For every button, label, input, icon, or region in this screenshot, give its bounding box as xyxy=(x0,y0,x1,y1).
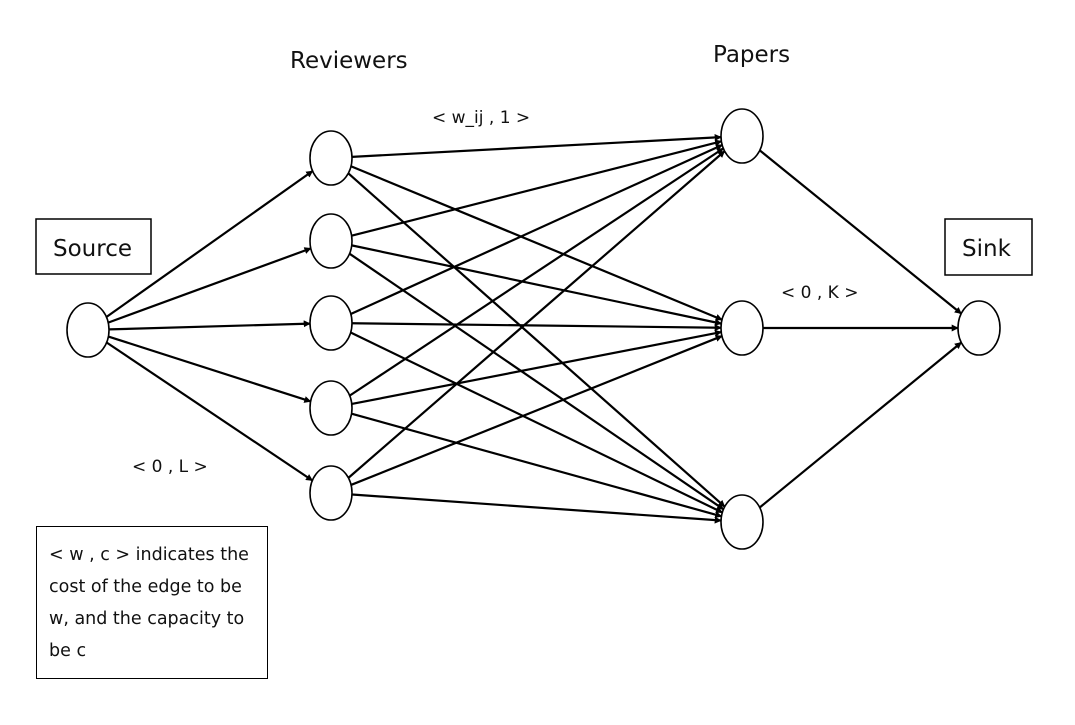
paper-sink-edge-label: < 0 , K > xyxy=(781,283,858,303)
reviewer-paper-edge-label: < w_ij , 1 > xyxy=(432,108,530,128)
edge-r1-p3 xyxy=(347,172,726,508)
edges-layer xyxy=(105,133,962,524)
edge-source-r3 xyxy=(108,320,311,331)
node-r3 xyxy=(309,295,353,351)
node-sink xyxy=(957,300,1001,356)
edge-p1-sink xyxy=(759,149,962,315)
node-r1 xyxy=(309,130,353,186)
source-reviewer-edge-label: < 0 , L > xyxy=(132,457,208,477)
edge-r4-p1 xyxy=(349,147,724,397)
edge-r1-p1 xyxy=(351,133,722,158)
legend-box: < w , c > indicates the cost of the edge… xyxy=(36,526,268,679)
papers-header: Papers xyxy=(713,42,790,68)
edge-source-r4 xyxy=(108,335,312,403)
nodes-layer xyxy=(66,108,1001,550)
node-source xyxy=(66,302,110,358)
edge-source-r2 xyxy=(107,247,312,324)
edge-r3-p2 xyxy=(351,322,722,332)
edge-r4-p2 xyxy=(351,329,722,406)
node-p2 xyxy=(720,300,764,356)
node-p3 xyxy=(720,494,764,550)
node-r4 xyxy=(309,380,353,436)
node-r2 xyxy=(309,213,353,269)
edge-r3-p1 xyxy=(350,144,723,315)
edge-r5-p3 xyxy=(351,493,722,524)
edge-r3-p3 xyxy=(350,331,723,514)
edge-r4-p3 xyxy=(351,412,723,518)
sink-label: Sink xyxy=(962,236,1012,262)
edge-p3-sink xyxy=(759,341,962,509)
edge-r2-p1 xyxy=(351,139,723,237)
edge-r2-p2 xyxy=(351,244,722,326)
node-p1 xyxy=(720,108,764,164)
edge-r5-p1 xyxy=(347,150,726,479)
node-r5 xyxy=(309,465,353,521)
edge-r5-p2 xyxy=(350,335,723,486)
reviewers-header: Reviewers xyxy=(290,48,408,74)
edge-source-r5 xyxy=(106,341,313,482)
source-label: Source xyxy=(53,236,132,262)
edge-r2-p3 xyxy=(348,252,725,511)
edge-source-r1 xyxy=(105,170,314,318)
sink-box: Sink xyxy=(944,218,1033,276)
edge-r1-p2 xyxy=(350,165,723,321)
source-box: Source xyxy=(35,218,152,275)
